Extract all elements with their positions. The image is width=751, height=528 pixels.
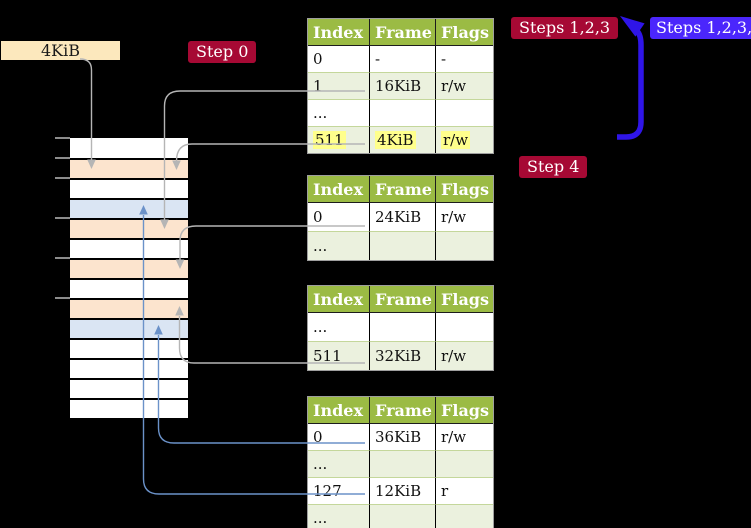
page-table-cell: 0 [308, 424, 370, 450]
memory-frame-row-4 [70, 198, 188, 218]
steps-flow-arrow [617, 29, 644, 140]
memory-tick [55, 297, 70, 299]
page-table-cell: 16KiB [370, 72, 436, 99]
page-table-cell [370, 504, 436, 528]
column-header: Flags [436, 286, 493, 313]
memory-column [70, 138, 188, 420]
page-table-cell [436, 450, 493, 477]
memory-tick [55, 137, 70, 139]
page-table-row: ... [308, 504, 493, 528]
column-header: Frame [370, 397, 436, 424]
page-table-row: ... [308, 313, 493, 341]
page-table-cell: 1 [308, 72, 370, 99]
column-header: Flags [436, 19, 493, 46]
memory-tick [55, 157, 70, 159]
page-table-cell [370, 450, 436, 477]
page-table-cell: - [436, 46, 493, 72]
page-table-cell: ... [308, 450, 370, 477]
memory-tick [55, 217, 70, 219]
page-table-cell: r/w [436, 72, 493, 99]
column-header: Frame [370, 19, 436, 46]
memory-frame-row-2 [70, 158, 188, 178]
memory-frame-row-9 [70, 298, 188, 318]
memory-tick [55, 177, 70, 179]
column-header: Index [308, 176, 370, 203]
page-table-cell: 127 [308, 477, 370, 504]
page-table-row: 0-- [308, 46, 493, 72]
page-table-cell: - [370, 46, 436, 72]
page-table-row: ... [308, 450, 493, 477]
page-table-cell: 4KiB [370, 126, 436, 153]
memory-frame-row-8 [70, 278, 188, 298]
page-table-cell: 511 [308, 126, 370, 153]
steps-1-2-3-badge: Steps 1,2,3 [511, 17, 619, 39]
page-table-cell: r [436, 477, 493, 504]
page-table-cell: 0 [308, 203, 370, 231]
column-header: Index [308, 19, 370, 46]
page-table-cell: ... [308, 231, 370, 260]
page-table-cell [436, 313, 493, 341]
page-table-cell [436, 504, 493, 528]
page-table-row: ... [308, 99, 493, 126]
arrowhead-upleft-icon [620, 16, 645, 37]
page-table-cell [370, 99, 436, 126]
page-table-cell: 511 [308, 341, 370, 370]
steps-1-2-3-4-badge: Steps 1,2,3,4 [650, 17, 751, 39]
page-table-cell: r/w [436, 341, 493, 370]
page-table-cell: r/w [436, 203, 493, 231]
page-table-cell: ... [308, 99, 370, 126]
page-table-cell [370, 313, 436, 341]
page-table-cell: 12KiB [370, 477, 436, 504]
memory-frame-row-14 [70, 398, 188, 418]
step-0-badge: Step 0 [188, 41, 257, 63]
page-table-cell: r/w [436, 424, 493, 450]
memory-frame-row-10 [70, 318, 188, 338]
page-table-cell: 24KiB [370, 203, 436, 231]
page-table-cell [370, 231, 436, 260]
memory-tick [55, 257, 70, 259]
memory-frame-row-13 [70, 378, 188, 398]
memory-frame-row-5 [70, 218, 188, 238]
memory-frame-row-7 [70, 258, 188, 278]
memory-frame-row-1 [70, 138, 188, 158]
step-4-badge: Step 4 [519, 156, 588, 178]
page-table-cell [436, 99, 493, 126]
page-table-cell: ... [308, 504, 370, 528]
column-header: Frame [370, 176, 436, 203]
memory-frame-row-3 [70, 178, 188, 198]
column-header: Frame [370, 286, 436, 313]
column-header: Index [308, 397, 370, 424]
page-table-row: ... [308, 231, 493, 260]
column-header: Flags [436, 176, 493, 203]
memory-frame-row-12 [70, 358, 188, 378]
column-header: Index [308, 286, 370, 313]
page-table-cell: ... [308, 313, 370, 341]
page-table-cell: r/w [436, 126, 493, 153]
page-table-cell: 32KiB [370, 341, 436, 370]
memory-frame-row-6 [70, 238, 188, 258]
page-size-label: 4KiB [1, 41, 120, 60]
memory-frame-row-11 [70, 338, 188, 358]
page-table-cell: 36KiB [370, 424, 436, 450]
page-table-cell: 0 [308, 46, 370, 72]
page-table-cell [436, 231, 493, 260]
column-header: Flags [436, 397, 493, 424]
